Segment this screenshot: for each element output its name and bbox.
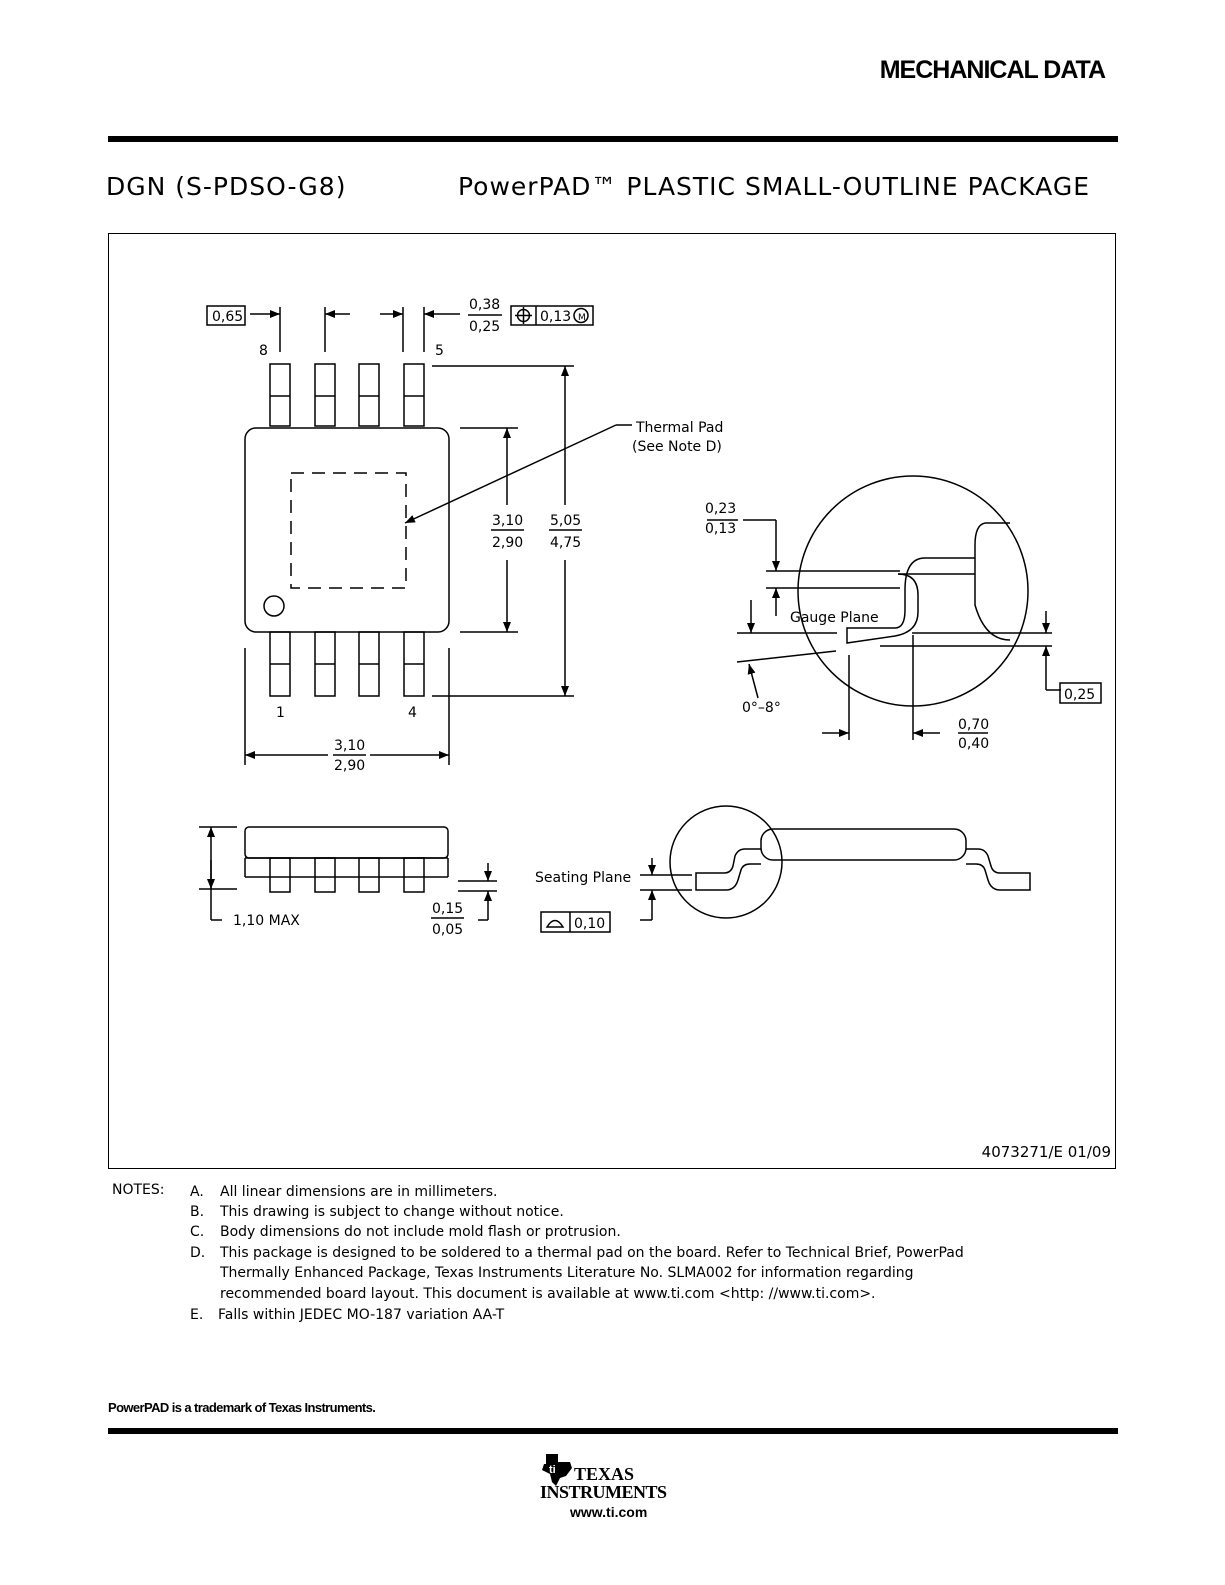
package-name: PowerPAD™ PLASTIC SMALL-OUTLINE PACKAGE	[458, 172, 1091, 201]
svg-text:ti: ti	[549, 1464, 556, 1476]
angle-label: 0°–8°	[742, 700, 781, 716]
note-letter: D.	[190, 1245, 206, 1261]
note-letter: E.	[190, 1307, 204, 1323]
pin1-marker	[263, 595, 285, 617]
note-letter: C.	[190, 1224, 205, 1240]
height-label: 1,10 MAX	[233, 913, 300, 929]
top-view	[206, 305, 632, 765]
package-code: DGN (S-PDSO-G8)	[106, 172, 347, 201]
side-view	[199, 826, 497, 921]
thermal-pad-outline	[290, 472, 407, 589]
lead-thickness-min: 0,13	[705, 521, 736, 537]
note-letter: A.	[190, 1184, 204, 1200]
notes-heading: NOTES:	[112, 1182, 165, 1198]
thermal-pad-note: (See Note D)	[632, 439, 722, 455]
ti-state-icon: ti	[542, 1454, 572, 1486]
drawing-frame	[108, 233, 1116, 1169]
mmc-symbol: M	[578, 313, 586, 323]
note-text: Body dimensions do not include mold flas…	[220, 1224, 621, 1240]
note-text: This package is designed to be soldered …	[220, 1245, 964, 1261]
foot-length-min: 0,40	[958, 736, 989, 752]
lead-thickness-max: 0,23	[705, 501, 736, 517]
drawing-id: 4073271/E 01/09	[981, 1143, 1111, 1161]
pin-4-label: 4	[408, 705, 417, 721]
section-title: MECHANICAL DATA	[879, 56, 1106, 84]
thermal-pad-label: Thermal Pad	[635, 420, 723, 436]
footer-rule	[108, 1428, 1118, 1434]
top-leads	[269, 363, 425, 427]
note-letter: B.	[190, 1204, 205, 1220]
seating-detail	[540, 805, 1031, 933]
tolerance-label: 0,13	[540, 309, 571, 325]
lead-width-min: 0,25	[469, 319, 500, 335]
pitch-label: 0,65	[212, 309, 243, 325]
note-text: Thermally Enhanced Package, Texas Instru…	[220, 1265, 914, 1281]
trademark-note: PowerPAD is a trademark of Texas Instrum…	[108, 1400, 376, 1415]
note-text: This drawing is subject to change withou…	[220, 1204, 564, 1220]
overall-width-max: 5,05	[550, 513, 581, 529]
header-rule	[108, 136, 1118, 142]
lead-width-max: 0,38	[469, 297, 500, 313]
seating-plane-label: Seating Plane	[535, 870, 631, 886]
body-length-max: 3,10	[334, 738, 365, 754]
body-width-min: 2,90	[492, 535, 523, 551]
bottom-leads	[269, 631, 425, 697]
gauge-detail	[707, 475, 1102, 740]
pin-5-label: 5	[435, 343, 444, 359]
mechanical-drawing: 0,65 0,38 0,25 0,13 M 8 5 1 4 Thermal Pa…	[199, 297, 1102, 938]
standoff-min: 0,05	[432, 922, 463, 938]
website-link[interactable]: www.ti.com	[570, 1504, 648, 1520]
drawing-labels: 0,65 0,38 0,25 0,13 M 8 5 1 4 Thermal Pa…	[212, 297, 1095, 938]
note-text: All linear dimensions are in millimeters…	[220, 1184, 498, 1200]
body-width-max: 3,10	[492, 513, 523, 529]
logo-line2: INSTRUMENTS	[540, 1482, 667, 1502]
note-text: recommended board layout. This document …	[220, 1286, 876, 1302]
pin-1-label: 1	[276, 705, 285, 721]
pin-8-label: 8	[259, 343, 268, 359]
ti-logo: ti TEXAS INSTRUMENTS www.ti.com	[540, 1450, 690, 1530]
gauge-value: 0,25	[1064, 687, 1095, 703]
overall-width-min: 4,75	[550, 535, 581, 551]
logo-line1: TEXAS	[574, 1464, 635, 1484]
foot-length-max: 0,70	[958, 717, 989, 733]
note-text: Falls within JEDEC MO-187 variation AA-T	[218, 1307, 505, 1323]
body-length-min: 2,90	[334, 758, 365, 774]
gauge-plane-label: Gauge Plane	[790, 610, 879, 626]
standoff-max: 0,15	[432, 901, 463, 917]
flatness-value: 0,10	[574, 916, 605, 932]
package-body	[244, 427, 450, 633]
